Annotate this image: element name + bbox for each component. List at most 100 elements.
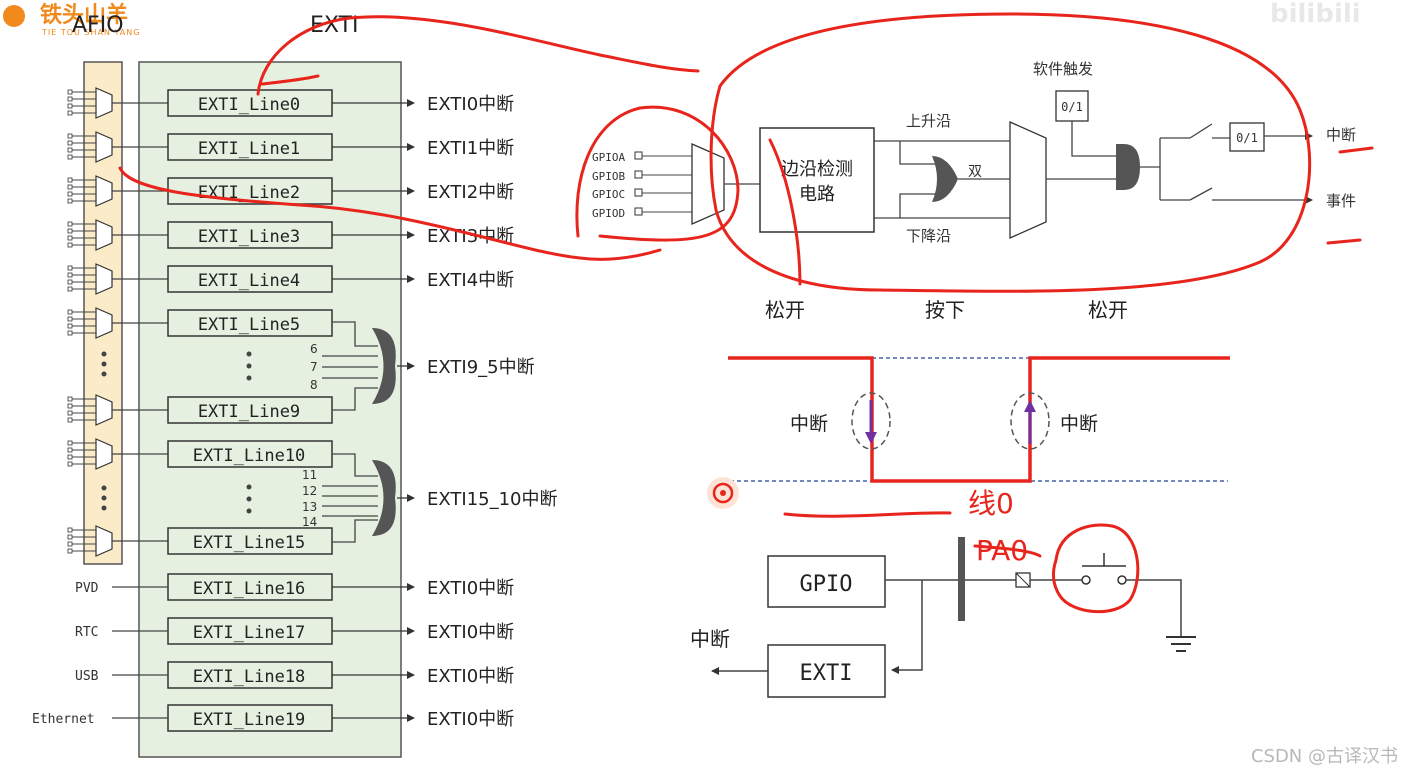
mid-number: 11 [302, 468, 317, 482]
interrupt-output: EXTI0中断 [332, 709, 514, 730]
mid-number: 14 [302, 515, 317, 529]
rising-arrow-icon [1024, 400, 1036, 412]
interrupt-output: EXTI4中断 [332, 270, 514, 291]
mux-input-c: GPIOC [592, 188, 625, 201]
exti-line-box: EXTI_Line16 [167, 573, 333, 601]
exti-line-box: EXTI_Line5 [167, 309, 333, 337]
afio-mux [67, 263, 168, 295]
software-trigger-label: 软件触发 [1033, 60, 1093, 78]
or-gate-9-5: 6 7 8 [310, 321, 396, 411]
input-ethernet: Ethernet [32, 712, 95, 727]
afio-mux [67, 307, 168, 339]
interrupt-output: EXTI1中断 [332, 138, 514, 159]
interrupt-output-label: EXTI1中断 [427, 138, 514, 159]
interrupt-output-label: EXTI4中断 [427, 270, 514, 291]
interrupt-output-label: EXTI0中断 [427, 709, 514, 730]
side-inputs: PVD RTC USB Ethernet [32, 581, 168, 727]
exti-line-box: EXTI_Line0 [167, 89, 333, 117]
event-switch [1189, 187, 1213, 201]
software-trigger: 软件触发 0/1 0/1 中断 事件 [1033, 60, 1356, 210]
exti-line-label: EXTI_Line16 [193, 579, 306, 599]
exti-line-label: EXTI_Line15 [193, 533, 306, 553]
interrupt-switch [1189, 123, 1213, 139]
interrupt-output-label: EXTI15_10中断 [427, 489, 558, 510]
goat-logo-icon [3, 5, 25, 27]
interrupt-mask-reg: 0/1 [1236, 131, 1258, 145]
exti-line-box: EXTI_Line1 [167, 133, 333, 161]
input-pvd: PVD [75, 581, 99, 596]
edge-mux [1009, 120, 1047, 240]
circuit-exti-label: EXTI [800, 661, 853, 686]
state-press: 按下 [925, 298, 965, 322]
mux-input-a: GPIOA [592, 151, 625, 164]
exti-line-box: EXTI_Line3 [167, 221, 333, 249]
wave-interrupt-label-1: 中断 [790, 413, 828, 435]
interrupt-output: EXTI0中断 [332, 622, 514, 643]
logo-name: 铁头山羊 [40, 2, 128, 28]
exti-line-box: EXTI_Line9 [167, 396, 333, 424]
exti-line-box: EXTI_Line2 [167, 177, 333, 205]
interrupt-output-label: EXTI9_5中断 [427, 357, 535, 378]
handwriting-pa0: PA0 [976, 534, 1028, 567]
interrupt-output: EXTI3中断 [332, 226, 514, 247]
exti-line-label: EXTI_Line3 [198, 227, 300, 247]
falling-edge-label: 下降沿 [906, 227, 951, 245]
interrupt-output-label: EXTI0中断 [427, 666, 514, 687]
afio-mux [67, 438, 168, 470]
mux-input-b: GPIOB [592, 170, 625, 183]
state-release-1: 松开 [765, 298, 805, 322]
exti-line-box: EXTI_Line15 [167, 527, 333, 555]
circuit-gpio-label: GPIO [800, 572, 853, 597]
exti-line-box: EXTI_Line19 [167, 704, 333, 732]
exti-line-box: EXTI_Line17 [167, 617, 333, 645]
interrupt-output: EXTI0中断 [332, 94, 514, 115]
mux-input-d: GPIOD [592, 207, 625, 220]
and-gate [1116, 144, 1140, 190]
button-contact [1081, 575, 1091, 585]
exti-line-box: EXTI_Line10 [167, 440, 333, 468]
afio-label: AFIO [72, 13, 124, 38]
circuit: GPIO EXTI 中断 [690, 537, 1196, 698]
line-ellipsis [246, 351, 252, 514]
interrupt-outputs: EXTI0中断 EXTI1中断 EXTI2中断 EXTI3中断 EXTI4中断 EXTI0… [332, 94, 558, 730]
afio-mux [67, 525, 168, 557]
edge-block-line2: 电路 [799, 184, 835, 205]
mid-number: 6 [310, 342, 318, 356]
exti-line-label: EXTI_Line10 [193, 446, 306, 466]
interrupt-output: EXTI2中断 [332, 182, 514, 203]
afio-mux [67, 175, 168, 207]
mid-number: 7 [310, 360, 318, 374]
interrupt-output: EXTI0中断 [332, 666, 514, 687]
exti-line-label: EXTI_Line18 [193, 667, 306, 687]
circuit-interrupt-label: 中断 [690, 627, 730, 651]
exti-line-box: EXTI_Line18 [167, 661, 333, 689]
edge-selection: 上升沿 下降沿 双 [874, 112, 1116, 245]
exti-line-boxes: EXTI_Line0EXTI_Line1EXTI_Line2EXTI_Line3… [167, 89, 333, 732]
csdn-watermark: CSDN @古译汉书 [1251, 746, 1398, 767]
edge-detect-block: 边沿检测 电路 [759, 127, 875, 233]
afio-muxes [67, 87, 168, 557]
afio-mux [67, 131, 168, 163]
interrupt-output-label: EXTI2中断 [427, 182, 514, 203]
interrupt-output-label: EXTI3中断 [427, 226, 514, 247]
interrupt-output-label: EXTI0中断 [427, 622, 514, 643]
input-rtc: RTC [75, 625, 98, 640]
mid-number: 12 [302, 484, 317, 498]
chip-edge [958, 537, 965, 621]
interrupt-output: EXTI9_5中断 [397, 357, 535, 378]
double-edge-label: 双 [968, 164, 982, 180]
mid-number: 13 [302, 500, 317, 514]
edge-block-line1: 边沿检测 [781, 159, 853, 180]
exti-line-box: EXTI_Line4 [167, 265, 333, 293]
interrupt-output-label: EXTI0中断 [427, 578, 514, 599]
exti-line-label: EXTI_Line1 [198, 139, 300, 159]
exti-line-label: EXTI_Line17 [193, 623, 306, 643]
button-contact [1117, 575, 1127, 585]
mid-number: 8 [310, 378, 318, 392]
handwriting-line0: 线0 [968, 487, 1014, 520]
exti-line-label: EXTI_Line0 [198, 95, 300, 115]
interrupt-output-label: EXTI0中断 [427, 94, 514, 115]
or-gate-15-10: 11 12 13 14 [302, 453, 396, 543]
interrupt-output: EXTI0中断 [332, 578, 514, 599]
output-event-label: 事件 [1326, 192, 1356, 210]
